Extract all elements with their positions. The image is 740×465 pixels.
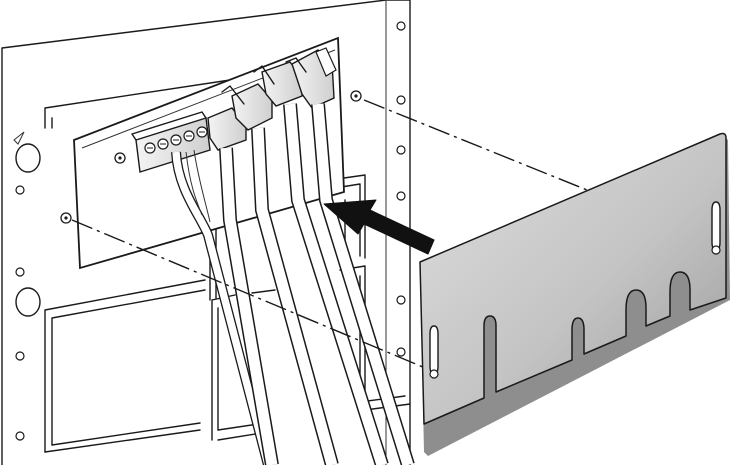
- panel-screw: [396, 21, 406, 31]
- cables: [171, 103, 415, 465]
- cable-lug-3: [261, 61, 303, 107]
- terminal-block-top: [131, 111, 207, 141]
- control-wires: [185, 149, 211, 223]
- keyhole-left-screw: [429, 369, 439, 379]
- cable-lugs: [207, 47, 337, 151]
- alignment-guide-bottom: [71, 219, 431, 371]
- panel-screw: [396, 95, 406, 105]
- cover-plate-face: [419, 132, 727, 425]
- panel-screw: [15, 267, 25, 277]
- panel-bottom-frame: [44, 395, 411, 453]
- panel-screw: [396, 347, 406, 357]
- cover-plate: [419, 132, 730, 456]
- knockout-hole-bottom: [15, 287, 41, 317]
- terminal-screws: [144, 126, 208, 154]
- alignment-guides: [71, 99, 593, 371]
- panel-outline: [1, 0, 411, 465]
- alignment-guide-top: [363, 99, 593, 193]
- panel-screw: [15, 431, 25, 441]
- panel-screw: [15, 185, 25, 195]
- lug-clamp: [315, 47, 337, 77]
- keyhole-right: [711, 201, 721, 251]
- keyhole-left: [429, 325, 439, 375]
- panel-screw: [396, 295, 406, 305]
- ground-mark: [13, 131, 25, 145]
- insertion-arrow: [323, 199, 435, 255]
- panel-lower-frame-left: [44, 279, 206, 453]
- lug-tabs: [221, 57, 307, 105]
- cable-lug-2: [231, 83, 273, 131]
- keyhole-right-screw: [711, 245, 721, 255]
- knockout-hole-top: [15, 143, 41, 173]
- panel-screw: [15, 351, 25, 361]
- panel-screw: [396, 191, 406, 201]
- panel-screw: [396, 145, 406, 155]
